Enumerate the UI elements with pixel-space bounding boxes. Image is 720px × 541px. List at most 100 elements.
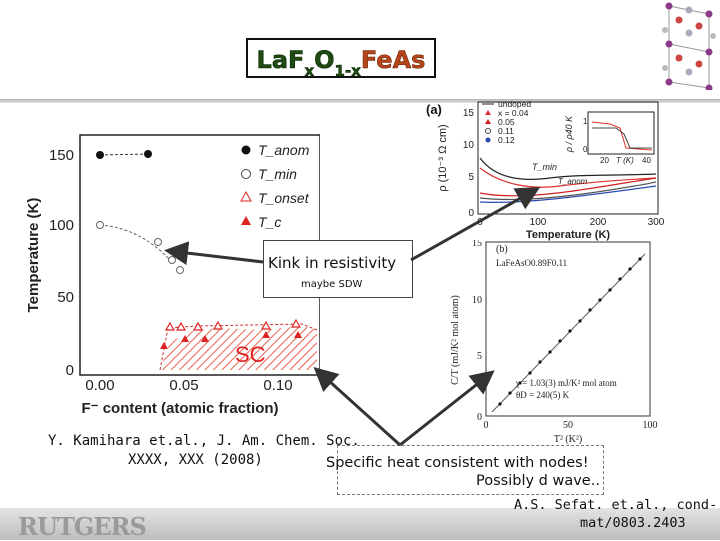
specific-heat-xtick: 100: [643, 420, 658, 431]
t-c-point: [201, 335, 209, 342]
phase-ylabel: Temperature (K): [25, 198, 42, 313]
t-onset-point: [290, 318, 302, 328]
resistivity-xtick: 300: [648, 217, 665, 228]
resistivity-xlabel: Temperature (K): [526, 229, 610, 241]
resistivity-xtick: 200: [590, 217, 607, 228]
sc-region: [160, 326, 317, 370]
resistivity-legend-012: 0.12: [498, 135, 515, 145]
inset-ylabel: ρ / ρ40 K: [564, 115, 574, 153]
kink-callout-sublabel: maybe SDW: [301, 279, 363, 290]
resistivity-plot: (a) ρ (10⁻³ Ω cm) 0 5 10 15 0 100 200 30…: [426, 99, 665, 241]
title-sub-1x: 1-x: [334, 62, 361, 81]
resistivity-legend-004: x = 0.04: [498, 108, 529, 118]
resistivity-curve-011: [479, 181, 657, 201]
specific-heat-callout-box: [337, 445, 604, 495]
resistivity-legend-011: 0.11: [498, 126, 514, 136]
resistivity-ylabel: ρ (10⁻³ Ω cm): [437, 124, 449, 191]
legend-t-anom: T_anom: [258, 142, 310, 158]
arrow-to-phase-diagram: [164, 241, 264, 266]
specific-heat-callout-line1: Specific heat consistent with nodes!: [326, 455, 589, 471]
kink-callout-box: [263, 240, 413, 298]
t-anom-point: [96, 151, 104, 159]
specific-heat-xtick: 0: [484, 420, 489, 431]
legend-t-c: T_c: [258, 214, 281, 230]
t-onset-point: [175, 321, 187, 331]
arrow-to-resistivity: [410, 187, 541, 262]
phase-xlabel: F⁻ content (atomic fraction): [81, 400, 278, 417]
citation-left-line2: XXXX, XXX (2008): [128, 452, 263, 468]
resistivity-curve-undoped: [479, 157, 657, 180]
resistivity-tanom-label: T_anom: [558, 177, 588, 186]
title-sub-x: x: [304, 62, 315, 81]
citation-left-line1: Y. Kamihara et.al., J. Am. Chem. Soc.: [48, 433, 360, 449]
t-c-point: [181, 335, 189, 342]
t-onset-point: [212, 320, 224, 330]
resistivity-xtick: 100: [530, 217, 547, 228]
resistivity-legend-005: 0.05: [498, 117, 515, 127]
t-onset-point: [260, 320, 272, 330]
phase-ytick: 150: [49, 147, 74, 164]
inset-curve: [591, 121, 653, 151]
citation-right-line1: A.S. Sefat. et.al., cond-: [514, 497, 718, 513]
specific-heat-compound: LaFeAsO0.89F0.11: [496, 258, 567, 268]
resistivity-curve-005: [479, 177, 657, 197]
specific-heat-callout-line2: Possibly d wave..: [476, 473, 600, 489]
resistivity-panel-label: (a): [426, 102, 442, 117]
t-anom-curve: [99, 153, 149, 156]
title-part-laf: LaF: [256, 46, 305, 75]
t-min-point: [96, 221, 104, 229]
phase-xtick: 0.00: [85, 377, 114, 394]
resistivity-tmin-label: T_min: [532, 162, 557, 172]
inset-curve: [592, 127, 652, 149]
phase-ytick: 50: [57, 289, 74, 306]
resistivity-curve-012: [479, 185, 657, 203]
inset-xtick: 20: [600, 156, 609, 165]
specific-heat-ytick: 0: [477, 412, 482, 423]
specific-heat-ytick: 10: [472, 295, 482, 306]
t-onset-point: [192, 321, 204, 331]
t-c-point: [160, 342, 168, 349]
crystal-structure-image: [662, 2, 716, 90]
inset-ytick: 0: [583, 145, 588, 154]
legend-t-min: T_min: [258, 166, 297, 182]
phase-ytick: 0: [66, 362, 74, 379]
t-c-point: [294, 331, 302, 338]
t-min-point: [154, 238, 162, 246]
specific-heat-xtick: 50: [563, 420, 573, 431]
footer-bar: [0, 508, 720, 540]
specific-heat-ylabel: C/T (mJ/K² mol atom): [450, 295, 461, 385]
phase-axes-frame: [79, 134, 320, 376]
resistivity-ytick: 15: [463, 108, 475, 119]
specific-heat-theta: θD = 240(5) K: [516, 390, 570, 400]
rutgers-logo: RUTGERS: [18, 512, 147, 541]
phase-ytick: 100: [49, 217, 74, 234]
t-onset-point: [164, 321, 176, 331]
resistivity-legend-undoped: undoped: [498, 99, 531, 109]
specific-heat-gamma: γ = 1.03(3) mJ/K² mol atom: [515, 378, 617, 388]
arrow-to-specific-heat: [399, 370, 495, 447]
specific-heat-panel-label: (b): [496, 244, 508, 255]
title-part-o: O: [314, 46, 335, 75]
legend-t-onset: T_onset: [258, 190, 310, 206]
t-anom-point: [144, 150, 152, 158]
specific-heat-ytick: 5: [477, 351, 482, 362]
resistivity-ytick: 5: [468, 172, 474, 183]
sc-label: SC: [235, 342, 266, 367]
top-divider: [0, 99, 720, 103]
resistivity-curve-004: [479, 167, 657, 188]
resistivity-ytick: 0: [468, 208, 474, 219]
inset-xtick: 40: [642, 156, 651, 165]
t-min-point: [176, 266, 184, 274]
citation-right-line2: mat/0803.2403: [580, 515, 686, 531]
specific-heat-xlabel: T² (K²): [554, 434, 583, 445]
resistivity-ytick: 10: [463, 140, 475, 151]
specific-heat-ytick: 15: [472, 240, 482, 249]
specific-heat-axes: [485, 241, 651, 417]
resistivity-axes-frame: [477, 101, 659, 215]
phase-xtick: 0.05: [169, 377, 198, 394]
t-c-point: [262, 331, 270, 338]
inset-xlabel: T (K): [616, 156, 634, 165]
title-part-feas: FeAs: [360, 46, 426, 75]
phase-diagram-plot: SC 0 50 100 150 0.00 0.05 0.10 F⁻ conten…: [25, 134, 320, 417]
